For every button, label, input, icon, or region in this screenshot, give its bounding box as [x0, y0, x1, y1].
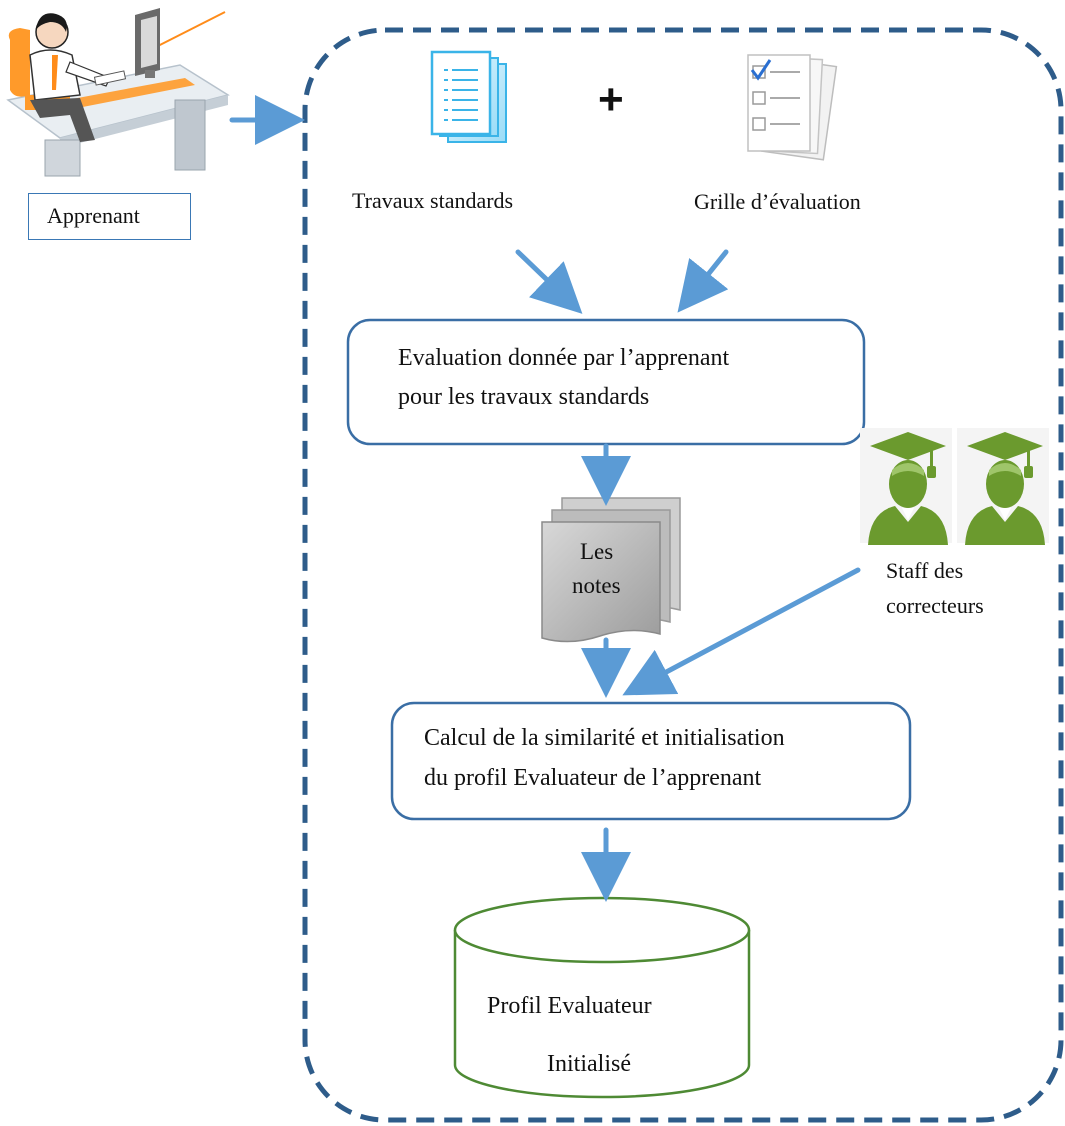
notes-label-line-2: notes — [572, 573, 621, 598]
plus-sign: + — [598, 75, 624, 124]
staff-label-line-1: Staff des — [886, 558, 964, 583]
arrow-staff-to-similarity — [622, 567, 861, 696]
database-label-line-1: Profil Evaluateur — [487, 993, 652, 1019]
process-container — [302, 27, 1064, 1123]
standard-work-label: Travaux standards — [352, 188, 514, 213]
arrow-standard-work-to-evaluation — [515, 249, 583, 314]
notes-label-line-1: Les — [580, 539, 614, 564]
learner-label-box: Apprenant — [28, 193, 191, 240]
similarity-step-line-1: Calcul de la similarité et initialisatio… — [424, 725, 785, 751]
staff-graduates-icon — [860, 428, 1049, 545]
evaluation-grid-checklist-icon — [747, 54, 838, 161]
evaluation-step-line-2: pour les travaux standards — [398, 384, 650, 410]
database-label-line-2: Initialisé — [547, 1051, 631, 1077]
similarity-step-line-2: du profil Evaluateur de l’apprenant — [424, 765, 762, 791]
standard-work-documents-icon — [430, 50, 507, 143]
learner-label: Apprenant — [47, 203, 140, 228]
notes-documents-icon — [541, 497, 681, 643]
learner-at-desk-icon — [6, 8, 230, 177]
evaluator-profile-database-icon — [453, 896, 751, 1099]
similarity-step-box — [390, 701, 912, 821]
arrow-grid-to-evaluation — [677, 249, 729, 313]
evaluation-step-line-1: Evaluation donnée par l’apprenant — [398, 345, 730, 371]
staff-label-line-2: correcteurs — [886, 593, 984, 618]
evaluation-grid-label: Grille d’évaluation — [694, 189, 861, 214]
